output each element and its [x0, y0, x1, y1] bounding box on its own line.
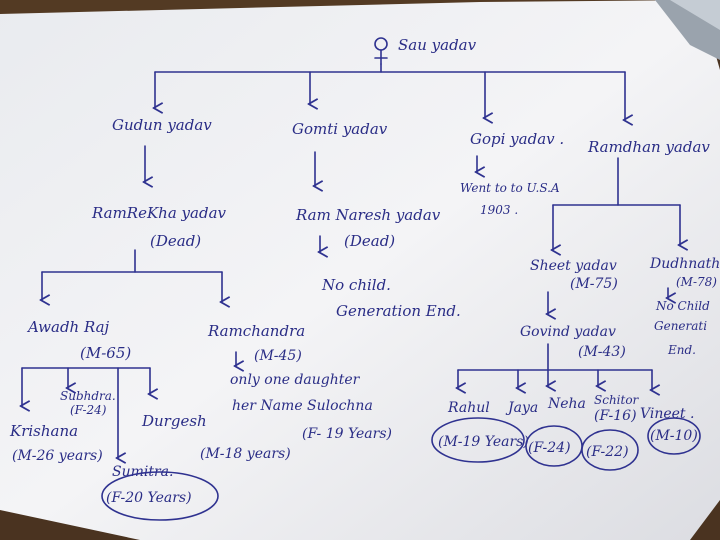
ramchandra-age: (M-45)	[254, 348, 302, 364]
ramchandra-note-2: her Name Sulochna	[232, 398, 373, 414]
durgesh-age: (M-18 years)	[200, 446, 291, 462]
dudhnath-age: (M-78)	[676, 275, 717, 289]
ramchandra: Ramchandra	[207, 322, 305, 340]
sulochna-age: (F- 19 Years)	[302, 426, 392, 442]
durgesh: Durgesh	[141, 412, 207, 430]
gen4-connectors-left	[22, 367, 150, 458]
neha-age: (F-22)	[586, 444, 629, 460]
schitor-age: (F-16)	[594, 408, 637, 424]
subhdra-age: (F-24)	[70, 403, 107, 417]
krishana: Krishana	[9, 422, 78, 440]
sumitra-age: (F-20 Years)	[106, 490, 192, 506]
ramdhan-yadav: Ramdhan yadav	[587, 138, 710, 156]
root-node: Sau yadav	[374, 36, 477, 65]
subhdra: Subhdra.	[60, 389, 116, 403]
ramrekha-yadav: RamReKha yadav	[91, 204, 227, 222]
krishana-age: (M-26 years)	[12, 448, 103, 464]
gopi-note-year: 1903 .	[480, 203, 518, 217]
sheet-age: (M-75)	[570, 276, 618, 292]
schitor: Schitor	[594, 393, 640, 407]
gopi-note-usa: Went to to U.S.A	[460, 181, 560, 195]
neha: Neha	[547, 396, 586, 412]
ramnaresh-yadav: Ram Naresh yadav	[295, 206, 441, 224]
jaya: Jaya	[505, 400, 538, 416]
jaya-age: (F-24)	[528, 440, 571, 456]
root-name: Sau yadav	[398, 36, 477, 54]
gen4-connectors-right	[458, 343, 652, 390]
rahul: Rahul	[447, 400, 490, 416]
awadh-raj: Awadh Raj	[26, 318, 110, 336]
gen3-connectors-left	[42, 249, 222, 302]
dudhnath: Dudhnath	[649, 256, 720, 272]
dudhnath-end: End.	[667, 343, 696, 357]
gen1-connectors	[155, 63, 625, 120]
dudhnath-no-child: No Child	[655, 299, 710, 313]
vineet-age: (M-10)	[650, 428, 698, 444]
awadh-raj-age: (M-65)	[80, 344, 131, 362]
gomti-yadav: Gomti yadav	[292, 120, 388, 138]
generation-end-label: Generation End.	[336, 302, 461, 320]
gen2-connectors	[145, 145, 680, 250]
no-child-label: No child.	[321, 276, 391, 294]
ramrekha-status: (Dead)	[150, 232, 201, 250]
govind-age: (M-43)	[578, 344, 626, 360]
ramnaresh-status: (Dead)	[344, 232, 395, 250]
gudun-yadav: Gudun yadav	[112, 116, 212, 134]
govind-yadav: Govind yadav	[520, 324, 616, 340]
ramchandra-note-1: only one daughter	[230, 372, 361, 388]
rahul-age: (M-19 Years)	[438, 434, 529, 450]
dudhnath-generation: Generati	[654, 319, 707, 333]
sheet-yadav: Sheet yadav	[530, 258, 617, 274]
gopi-yadav: Gopi yadav .	[470, 130, 564, 148]
